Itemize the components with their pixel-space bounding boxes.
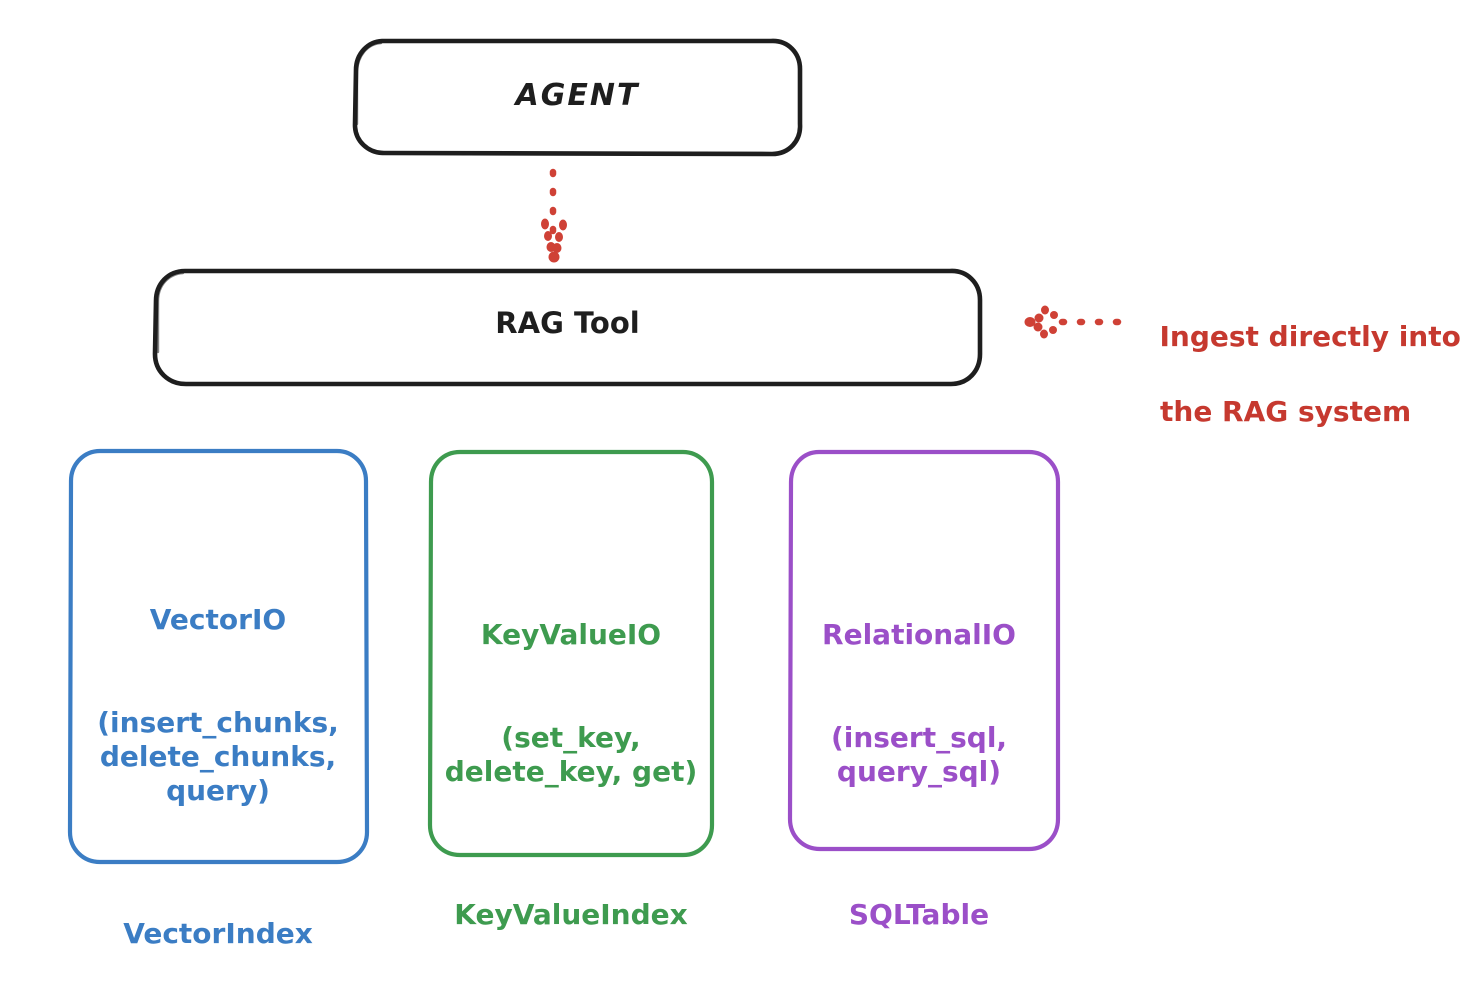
node-rag-tool[interactable] — [152, 268, 983, 387]
node-agent[interactable] — [352, 38, 803, 157]
agent-box-sketch-accent — [355, 41, 383, 126]
diagram-canvas — [67, 38, 1129, 865]
key-value-io-box-outline — [427, 449, 715, 858]
connector-annotation-arrowhead — [1024, 305, 1058, 339]
relational-io-box-outline — [787, 449, 1061, 852]
vector-io-box-outline — [67, 448, 370, 865]
agent-box-outline — [352, 38, 803, 157]
rag-tool-box-outline — [152, 268, 983, 387]
node-key-value-io[interactable] — [427, 449, 715, 858]
node-vector-io[interactable] — [67, 448, 370, 865]
connector-agent-to-rag-tool — [541, 168, 567, 263]
connector-agent-arrowhead — [541, 218, 567, 263]
rag-tool-box-sketch-accent — [156, 271, 185, 354]
vector-io-index: VectorIndex — [123, 917, 313, 951]
node-relational-io[interactable] — [787, 449, 1061, 852]
connector-annotation-to-rag-tool — [1024, 305, 1129, 339]
